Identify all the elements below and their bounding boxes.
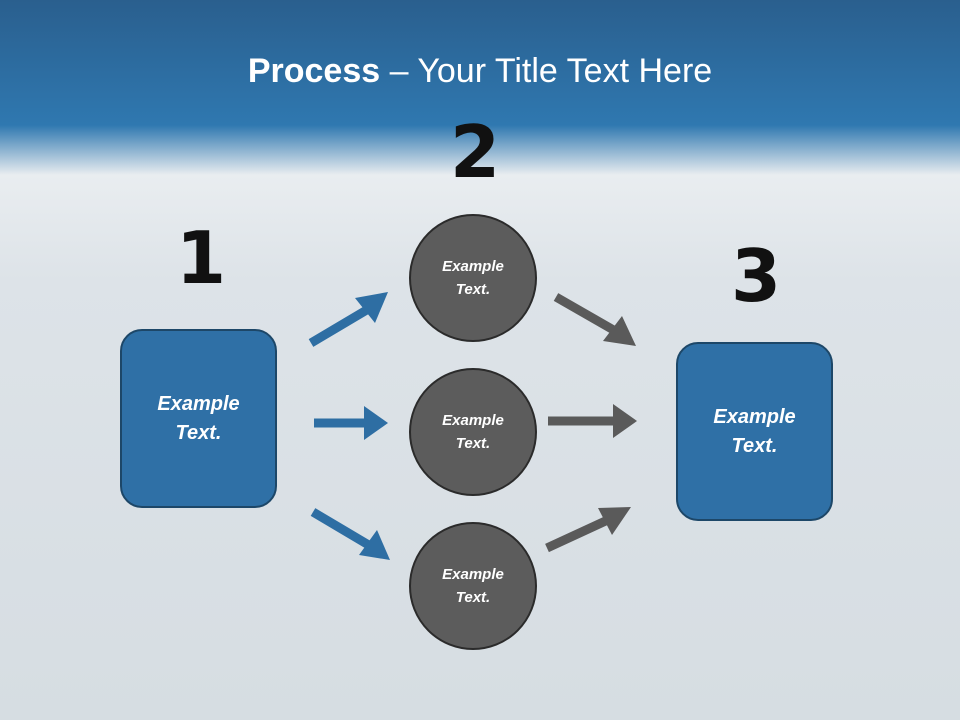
grey-arrow-up [545, 507, 631, 553]
grey-arrow-right [548, 404, 637, 438]
step-number-3: 3 [731, 234, 782, 318]
title-rest: – Your Title Text Here [380, 52, 713, 90]
grey-arrow-down [553, 293, 636, 346]
blue-arrow-right [314, 406, 388, 440]
title-bold: Process [247, 52, 381, 90]
circle-bottom-line1: Example [442, 566, 504, 583]
blue-arrow-down [310, 508, 390, 560]
circle-top-line2: Text. [455, 281, 491, 298]
circle-bottom-line2: Text. [455, 589, 491, 606]
blue-arrow-up [308, 292, 388, 347]
step-number-1: 1 [176, 216, 227, 300]
right-box-line2: Text. [731, 434, 778, 457]
circle-top-line1: Example [442, 258, 504, 275]
page-title: Process – Your Title Text Here [0, 52, 960, 91]
left-box-line2: Text. [175, 421, 222, 444]
circle-middle-line1: Example [442, 412, 504, 429]
left-box-line1: Example [157, 392, 240, 415]
right-box-line1: Example [713, 405, 796, 428]
step-number-2: 2 [450, 110, 501, 194]
circle-middle-line2: Text. [455, 435, 491, 452]
